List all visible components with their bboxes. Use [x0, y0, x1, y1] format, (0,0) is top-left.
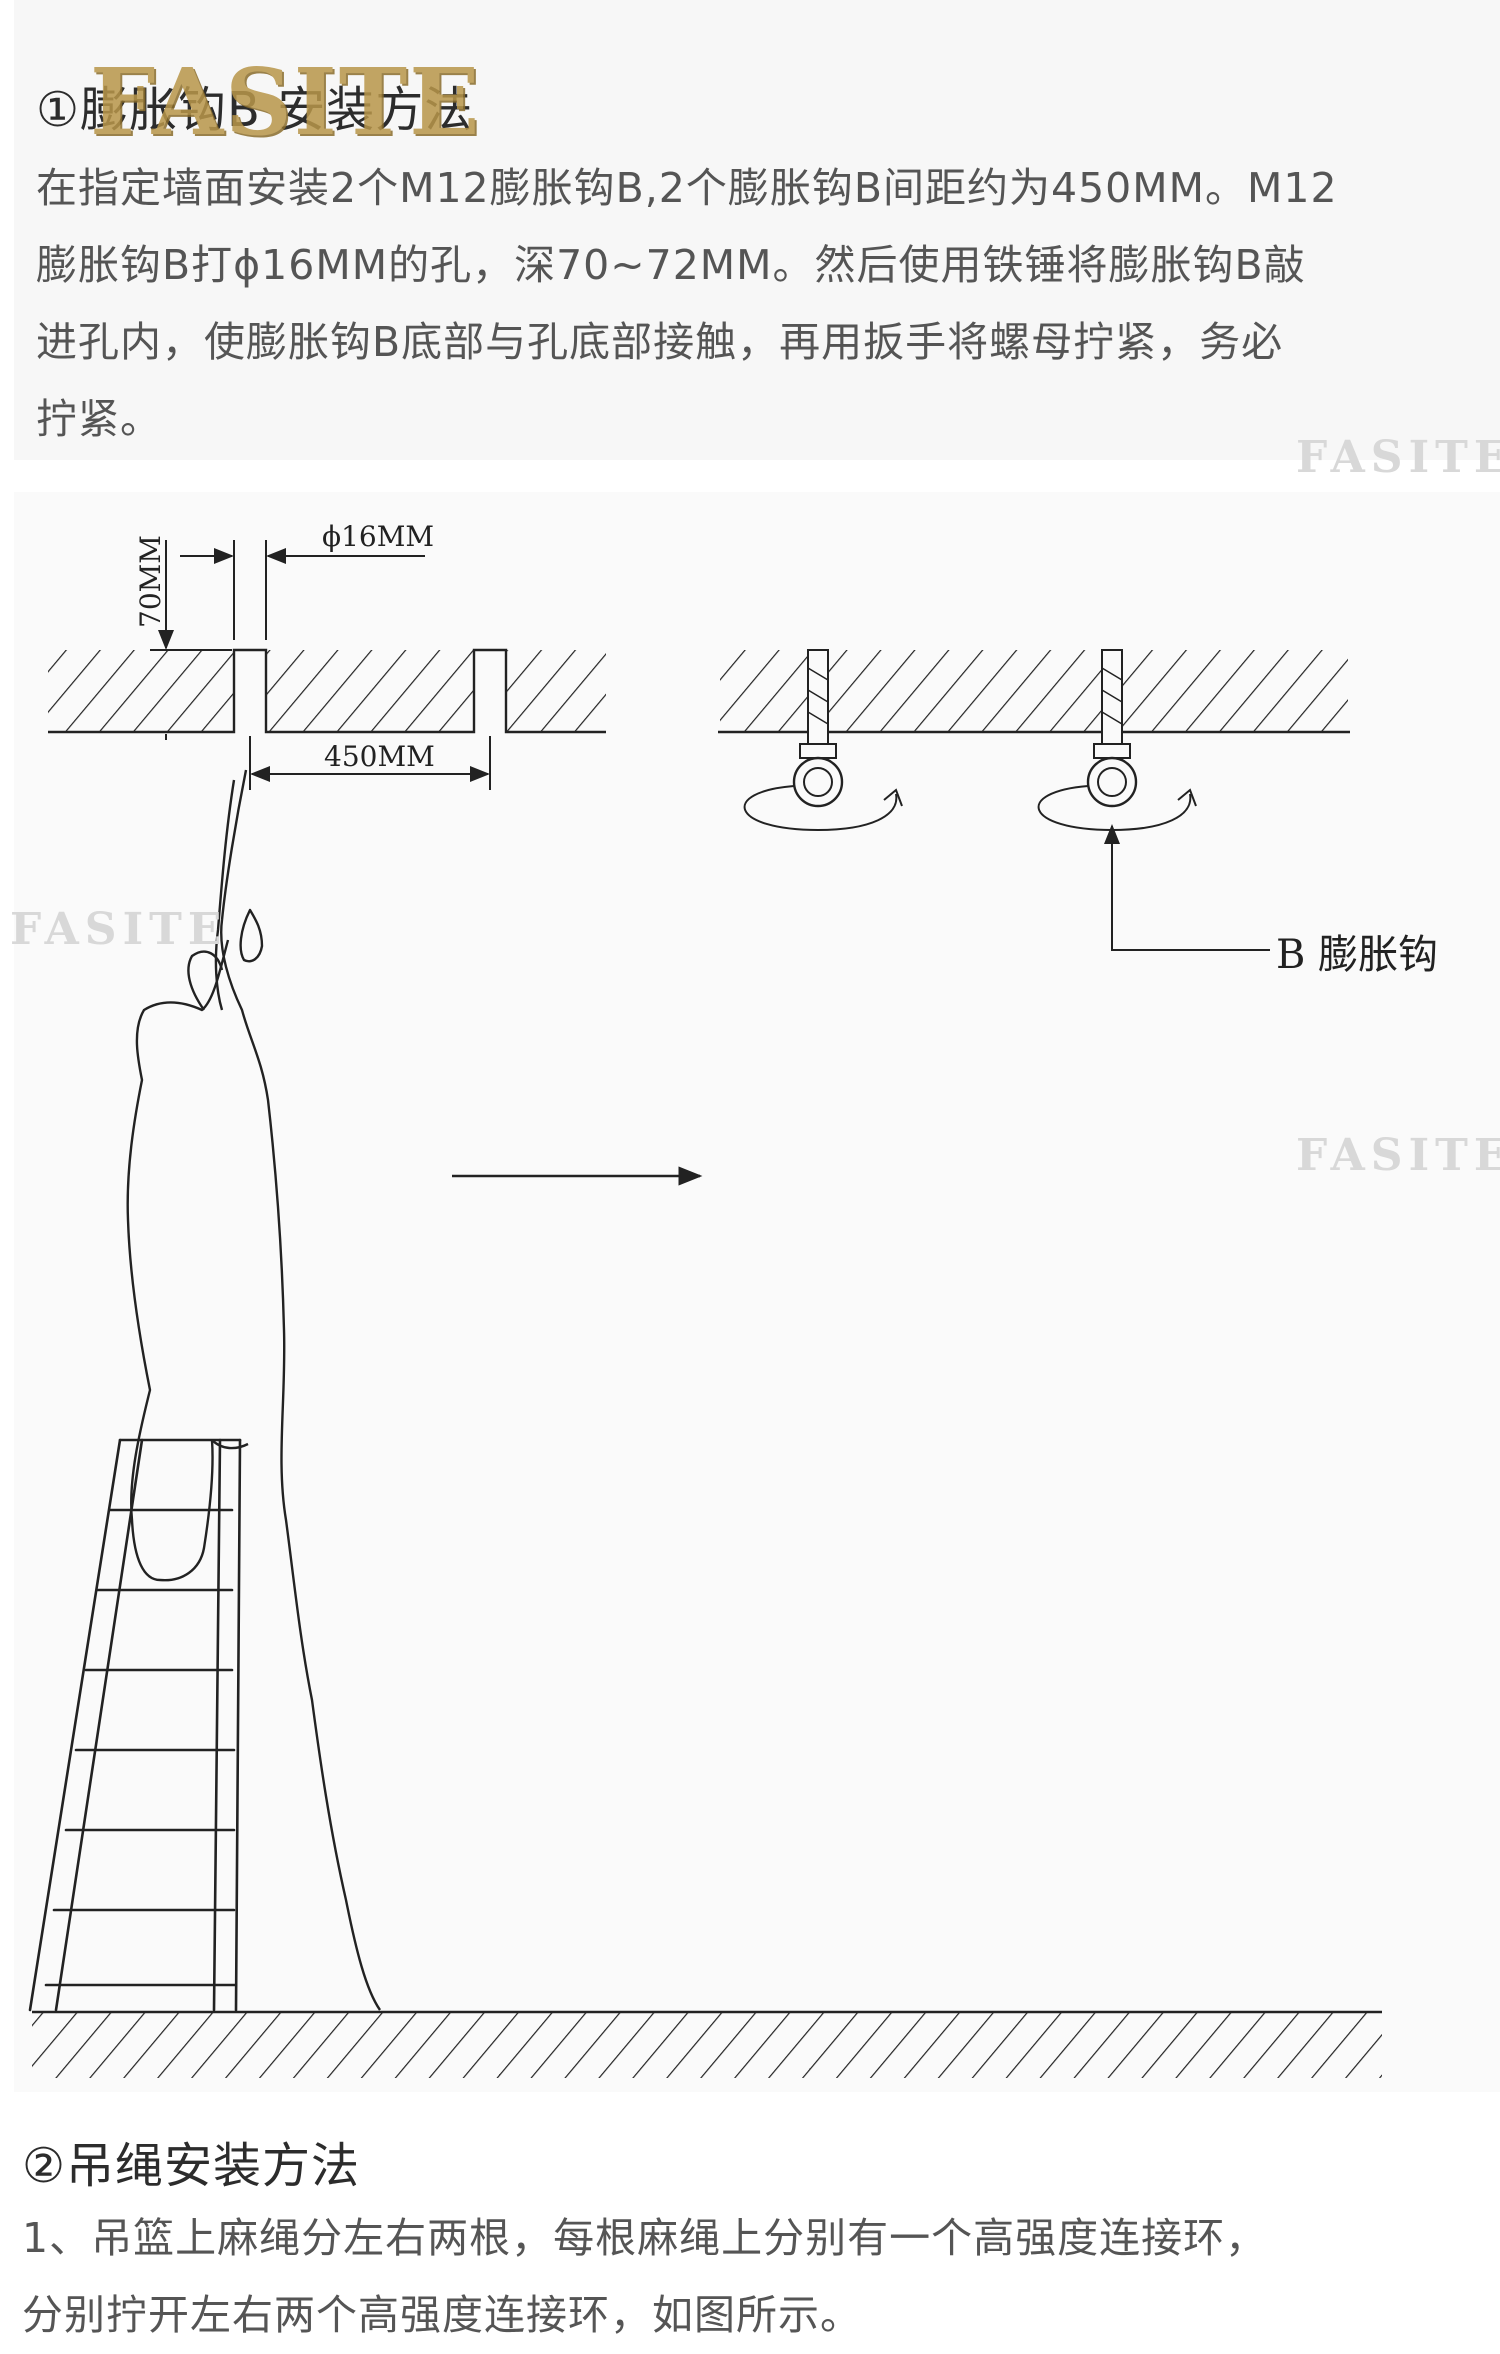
instruction-panel-1	[14, 0, 1500, 460]
expansion-hook-right	[1037, 649, 1197, 832]
expansion-hook-left	[743, 649, 903, 832]
worker-figure	[126, 769, 381, 2011]
section-1-line: 进孔内，使膨胀钩B底部与孔底部接触，再用扳手将螺母拧紧，务必	[36, 318, 1284, 366]
diameter-label: ϕ16MM	[322, 520, 434, 553]
depth-label: 70MM	[134, 535, 167, 628]
spacing-dimension	[249, 736, 491, 790]
section-1-line: 在指定墙面安装2个M12膨胀钩B,2个膨胀钩B间距约为450MM。M12	[36, 164, 1338, 212]
depth-dimension	[150, 540, 232, 740]
section-2-body: 1、吊篮上麻绳分左右两根，每根麻绳上分别有一个高强度连接环， 分别拧开左右两个高…	[22, 2200, 1267, 2354]
section-1-title: ①膨胀钩B 安装方法	[36, 82, 474, 138]
diagram-background	[14, 492, 1500, 2092]
left-ceiling	[48, 648, 606, 734]
spacing-label: 450MM	[324, 740, 435, 773]
brand-logo: FASITE	[90, 48, 482, 156]
section-1-line: 膨胀钩B打ϕ16MM的孔，深70~72MM。然后使用铁锤将膨胀钩B敲	[36, 241, 1306, 289]
watermark: FASITE	[10, 904, 228, 955]
section-1-body: 在指定墙面安装2个M12膨胀钩B,2个膨胀钩B间距约为450MM。M12 膨胀钩…	[36, 150, 1338, 458]
hook-label: B 膨胀钩	[1276, 932, 1439, 978]
floor	[32, 2010, 1382, 2078]
diameter-dimension	[180, 540, 425, 640]
hook-callout-line	[1104, 824, 1270, 951]
section-1-line: 拧紧。	[36, 395, 162, 443]
section-2-line: 1、吊篮上麻绳分左右两根，每根麻绳上分别有一个高强度连接环，	[22, 2214, 1268, 2262]
watermark: FASITE	[1296, 1130, 1500, 1181]
section-2-title: ②吊绳安装方法	[22, 2138, 361, 2194]
ladder	[28, 1438, 242, 2012]
watermark: FASITE	[1296, 432, 1500, 483]
section-2-line: 分别拧开左右两个高强度连接环，如图所示。	[22, 2291, 862, 2339]
